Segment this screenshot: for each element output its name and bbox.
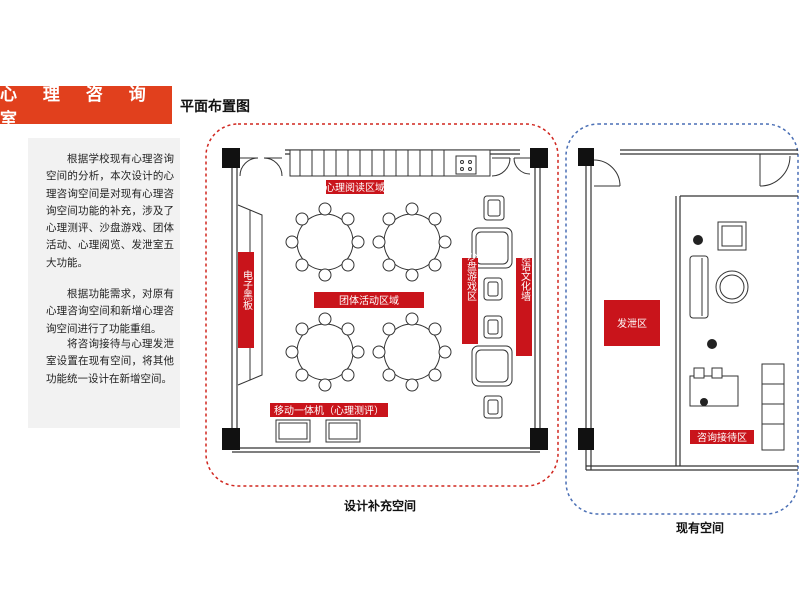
left-plan-dashed-border [205,123,559,487]
label-reception-text: 咨询接待区 [697,431,747,444]
label-mobile-terminal: 移动一体机（心理测评） [270,403,388,417]
caption-existing-space: 现有空间 [676,521,725,535]
label-reading-text: 心理阅读区域 [325,181,385,194]
reception-furniture [689,221,785,451]
description-panel [28,138,180,428]
label-sandplay-text: 沙盘游戏区 [465,251,477,301]
left-room-columns [222,148,548,450]
right-room-door [593,154,791,187]
plant-icons [693,235,717,406]
round-tables [285,202,452,392]
description-paragraph-3: 将咨询接待与心理发泄室设置在现有空间，将其他功能统一设计在新增空间。 [46,338,174,385]
label-culture-wall: 心灵絮语文化墙 [516,231,532,356]
right-room-columns [578,148,594,450]
label-group-activity: 团体活动区域 [314,292,424,308]
label-reception-area: 咨询接待区 [690,430,754,444]
page-subtitle: 平面布置图 [180,99,250,115]
mobile-terminals [275,419,361,443]
right-room-walls [585,149,798,471]
sandplay-furniture [471,195,513,419]
description-paragraph-2: 根据功能需求，对原有心理咨询空间和新增心理咨询空间进行了功能重组。 [46,288,174,335]
label-sandplay: 沙盘游戏区 [462,251,478,344]
label-mobile-text: 移动一体机（心理测评） [274,404,384,417]
right-plan-dashed-border [565,123,799,515]
caption-design-space: 设计补充空间 [344,499,417,513]
label-group-text: 团体活动区域 [339,294,399,307]
label-vent-text: 发泄区 [617,317,647,330]
label-e-board-text: 电子黑板 [241,269,253,311]
left-room-doors [239,157,531,177]
description-paragraph-1: 根据学校现有心理咨询空间的分析，本次设计的心理咨询空间是对现有心理咨询空间功能的… [46,153,174,269]
page-title: 心 理 咨 询 室 [0,85,172,130]
reading-shelf [289,149,491,177]
label-culture-text: 心灵絮语文化墙 [519,231,531,302]
label-e-board: 电子黑板 [238,252,254,348]
label-vent-area: 发泄区 [604,300,660,346]
label-reading-area: 心理阅读区域 [325,180,385,194]
